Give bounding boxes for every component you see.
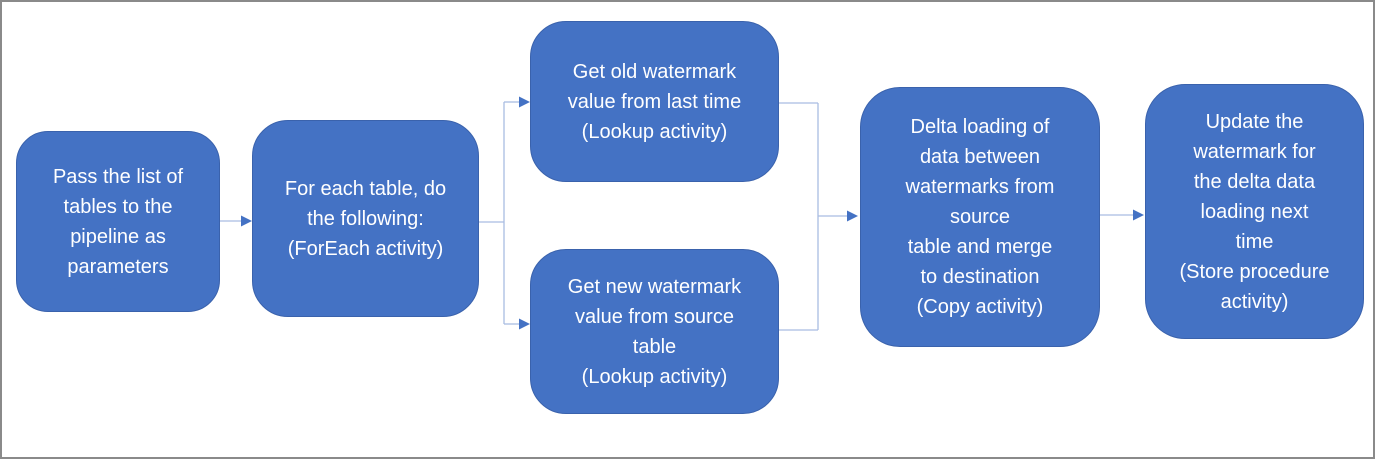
flow-node-pass-list: Pass the list of tables to the pipeline … <box>16 131 220 312</box>
connector-pass-to-foreach <box>220 215 252 227</box>
flow-node-update-watermark-label: Update the watermark for the delta data … <box>1179 110 1330 313</box>
flow-node-old-watermark-label: Get old watermark value from last time (… <box>567 60 742 143</box>
flow-node-delta-load: Delta loading of data between watermarks… <box>860 87 1100 347</box>
flow-node-new-watermark-label: Get new watermark value from source tabl… <box>567 275 742 388</box>
flow-node-update-watermark: Update the watermark for the delta data … <box>1145 84 1364 339</box>
flow-node-old-watermark: Get old watermark value from last time (… <box>530 21 779 182</box>
flow-node-pass-list-label: Pass the list of tables to the pipeline … <box>52 165 184 278</box>
flow-node-delta-load-label: Delta loading of data between watermarks… <box>905 116 1055 318</box>
flow-node-foreach: For each table, do the following: (ForEa… <box>252 120 479 317</box>
flow-node-foreach-label: For each table, do the following: (ForEa… <box>284 177 447 260</box>
connector-foreach-split <box>479 96 530 330</box>
connector-copy-to-sproc <box>1100 209 1144 221</box>
flow-node-new-watermark: Get new watermark value from source tabl… <box>530 249 779 414</box>
connector-lookup-merge <box>779 102 858 331</box>
